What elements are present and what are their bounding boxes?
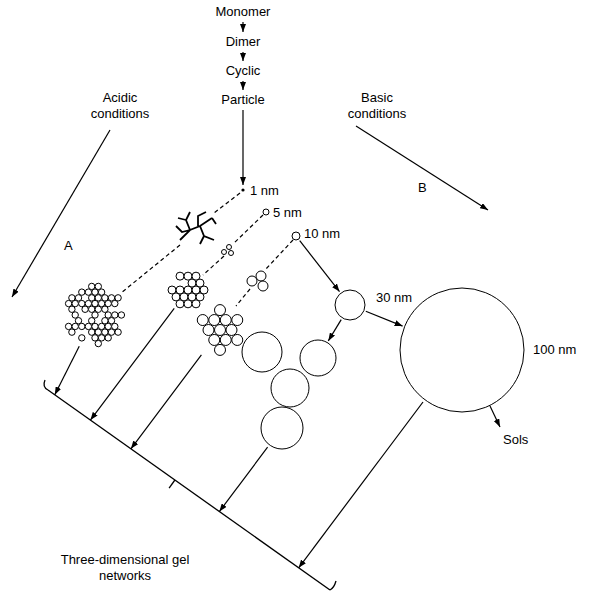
particle-aggregate	[242, 332, 336, 449]
node-text: Dimer	[226, 34, 261, 50]
particle	[292, 232, 300, 240]
size-label: 100 nm	[533, 342, 576, 358]
particle	[69, 329, 75, 335]
dashed-path	[121, 193, 293, 306]
bracket-curl	[44, 380, 48, 390]
particle	[300, 340, 336, 376]
particle	[79, 335, 85, 341]
dashed-line	[214, 193, 240, 213]
particle	[220, 315, 231, 326]
outcome-label: Three-dimensional gel networks	[50, 552, 200, 584]
particle	[229, 251, 234, 256]
condition-label: Acidic conditions	[80, 90, 160, 122]
gel-arrow	[90, 308, 174, 420]
particle	[220, 334, 231, 345]
particle	[222, 250, 227, 255]
particle	[215, 325, 226, 336]
bracket-curl	[330, 581, 336, 590]
particle-trio	[247, 271, 268, 291]
gel-cluster	[197, 305, 243, 356]
particle	[232, 315, 243, 326]
stage-label: Dimer	[224, 34, 263, 50]
node-text: Monomer	[216, 4, 271, 20]
growth-arrow	[300, 241, 340, 292]
direction-arrow	[356, 126, 488, 210]
direction-arrow	[12, 130, 110, 297]
node-text: Particle	[221, 92, 264, 108]
particle	[227, 245, 232, 250]
particle	[247, 276, 257, 286]
dashed-line	[121, 245, 180, 293]
particle	[176, 300, 184, 308]
growth-arrows	[300, 241, 500, 427]
growth-arrow	[328, 320, 341, 341]
gel-arrow	[299, 402, 423, 568]
particle	[105, 335, 111, 341]
dashed-line	[233, 215, 263, 244]
particle	[95, 340, 101, 346]
particle	[242, 332, 282, 372]
outcome-label: Sols	[503, 432, 528, 448]
node-text: Cyclic	[226, 63, 261, 79]
particle-dot	[241, 188, 244, 191]
particle	[115, 329, 121, 335]
flow-arrow	[242, 22, 243, 32]
particle	[400, 288, 524, 412]
growth-arrow	[366, 311, 403, 326]
particle	[215, 305, 226, 316]
bracket-tip	[169, 480, 175, 488]
branched-polymer	[176, 212, 216, 244]
particle	[271, 369, 309, 407]
stage-label: Monomer	[214, 4, 273, 20]
flow-arrow	[242, 52, 243, 61]
particle	[263, 209, 269, 215]
condition-label: Basic conditions	[337, 90, 417, 122]
particle	[335, 290, 365, 320]
particle	[258, 281, 268, 291]
path-letter: B	[418, 180, 427, 196]
path-letter: A	[64, 238, 73, 254]
stage-label: Particle	[219, 92, 266, 108]
particle	[197, 315, 208, 326]
dashed-line	[203, 256, 224, 275]
particle	[184, 300, 192, 308]
particle	[79, 323, 85, 329]
particle	[82, 306, 88, 312]
gel-cluster	[65, 283, 124, 347]
size-label: 5 nm	[273, 205, 302, 221]
particle	[232, 334, 243, 345]
particle	[203, 325, 214, 336]
size-label: 1 nm	[250, 183, 279, 199]
size-label: 30 nm	[376, 290, 412, 306]
dashed-line	[236, 289, 250, 306]
dashed-line	[265, 240, 293, 270]
particle	[192, 300, 200, 308]
size-label: 10 nm	[304, 226, 340, 242]
particle	[176, 272, 184, 280]
flow-arrow	[242, 81, 243, 90]
particle	[209, 334, 220, 345]
particle-trio	[222, 245, 234, 256]
gel-arrow	[219, 447, 267, 511]
growth-arrow	[490, 406, 500, 427]
particle	[112, 300, 118, 306]
bracket	[48, 390, 330, 590]
growth-arrow	[242, 110, 243, 185]
particle	[256, 271, 266, 281]
particle	[209, 315, 220, 326]
particle	[215, 344, 226, 355]
gel-arrow	[55, 346, 79, 395]
gel-cluster	[168, 272, 208, 308]
particle	[226, 325, 237, 336]
gel-arrow	[131, 355, 201, 449]
stage-label: Cyclic	[224, 63, 263, 79]
particle	[118, 312, 124, 318]
particle	[261, 407, 303, 449]
